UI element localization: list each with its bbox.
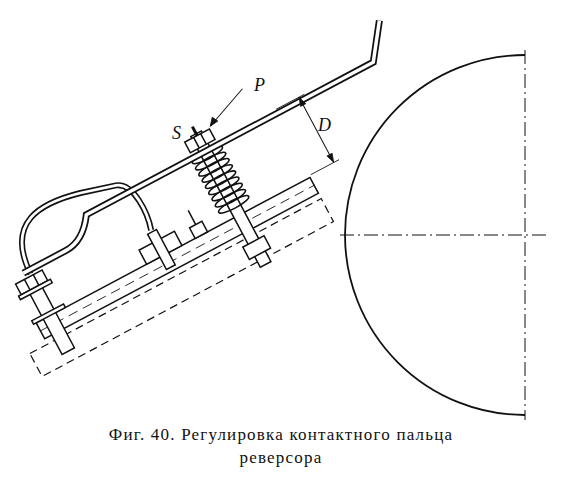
arrowhead [296, 96, 336, 164]
screw [148, 230, 176, 270]
nut-edge [24, 279, 30, 290]
finger-assembly [0, 17, 455, 382]
spring-coil [197, 156, 231, 179]
washer [19, 279, 53, 299]
holder-bar [36, 177, 318, 338]
screw [188, 210, 196, 224]
nut-edge [194, 137, 200, 148]
contact-finger-inner [0, 20, 406, 273]
adjusting-nut [185, 129, 215, 153]
clamp-block [190, 221, 208, 238]
spring-coil [214, 187, 248, 210]
spring-coil [207, 174, 241, 197]
dimension-letter: P [254, 76, 265, 94]
dimension-line [299, 97, 334, 162]
spring-coil [217, 193, 251, 216]
arrowhead [207, 116, 218, 126]
hidden-line [40, 185, 314, 331]
drum [340, 50, 548, 420]
center-line [340, 235, 548, 236]
lower-nut [243, 236, 271, 260]
leader-line [202, 89, 251, 126]
split-pin [192, 127, 197, 136]
dimension-letter: D [318, 116, 331, 134]
holder-outline [30, 199, 334, 377]
washer [32, 304, 66, 324]
extension-line [311, 160, 339, 175]
dimension-letter: S [172, 124, 181, 142]
center-line [525, 50, 526, 420]
nut-edge [33, 275, 39, 286]
spring-coil [210, 180, 244, 203]
spring-coil [204, 168, 238, 191]
figure-caption: Фиг. 40. Регулировка контактного пальца … [66, 424, 496, 470]
contact-finger [0, 20, 406, 273]
nut-edge [201, 134, 207, 145]
bolt [28, 284, 74, 354]
spring-coil [200, 162, 234, 185]
